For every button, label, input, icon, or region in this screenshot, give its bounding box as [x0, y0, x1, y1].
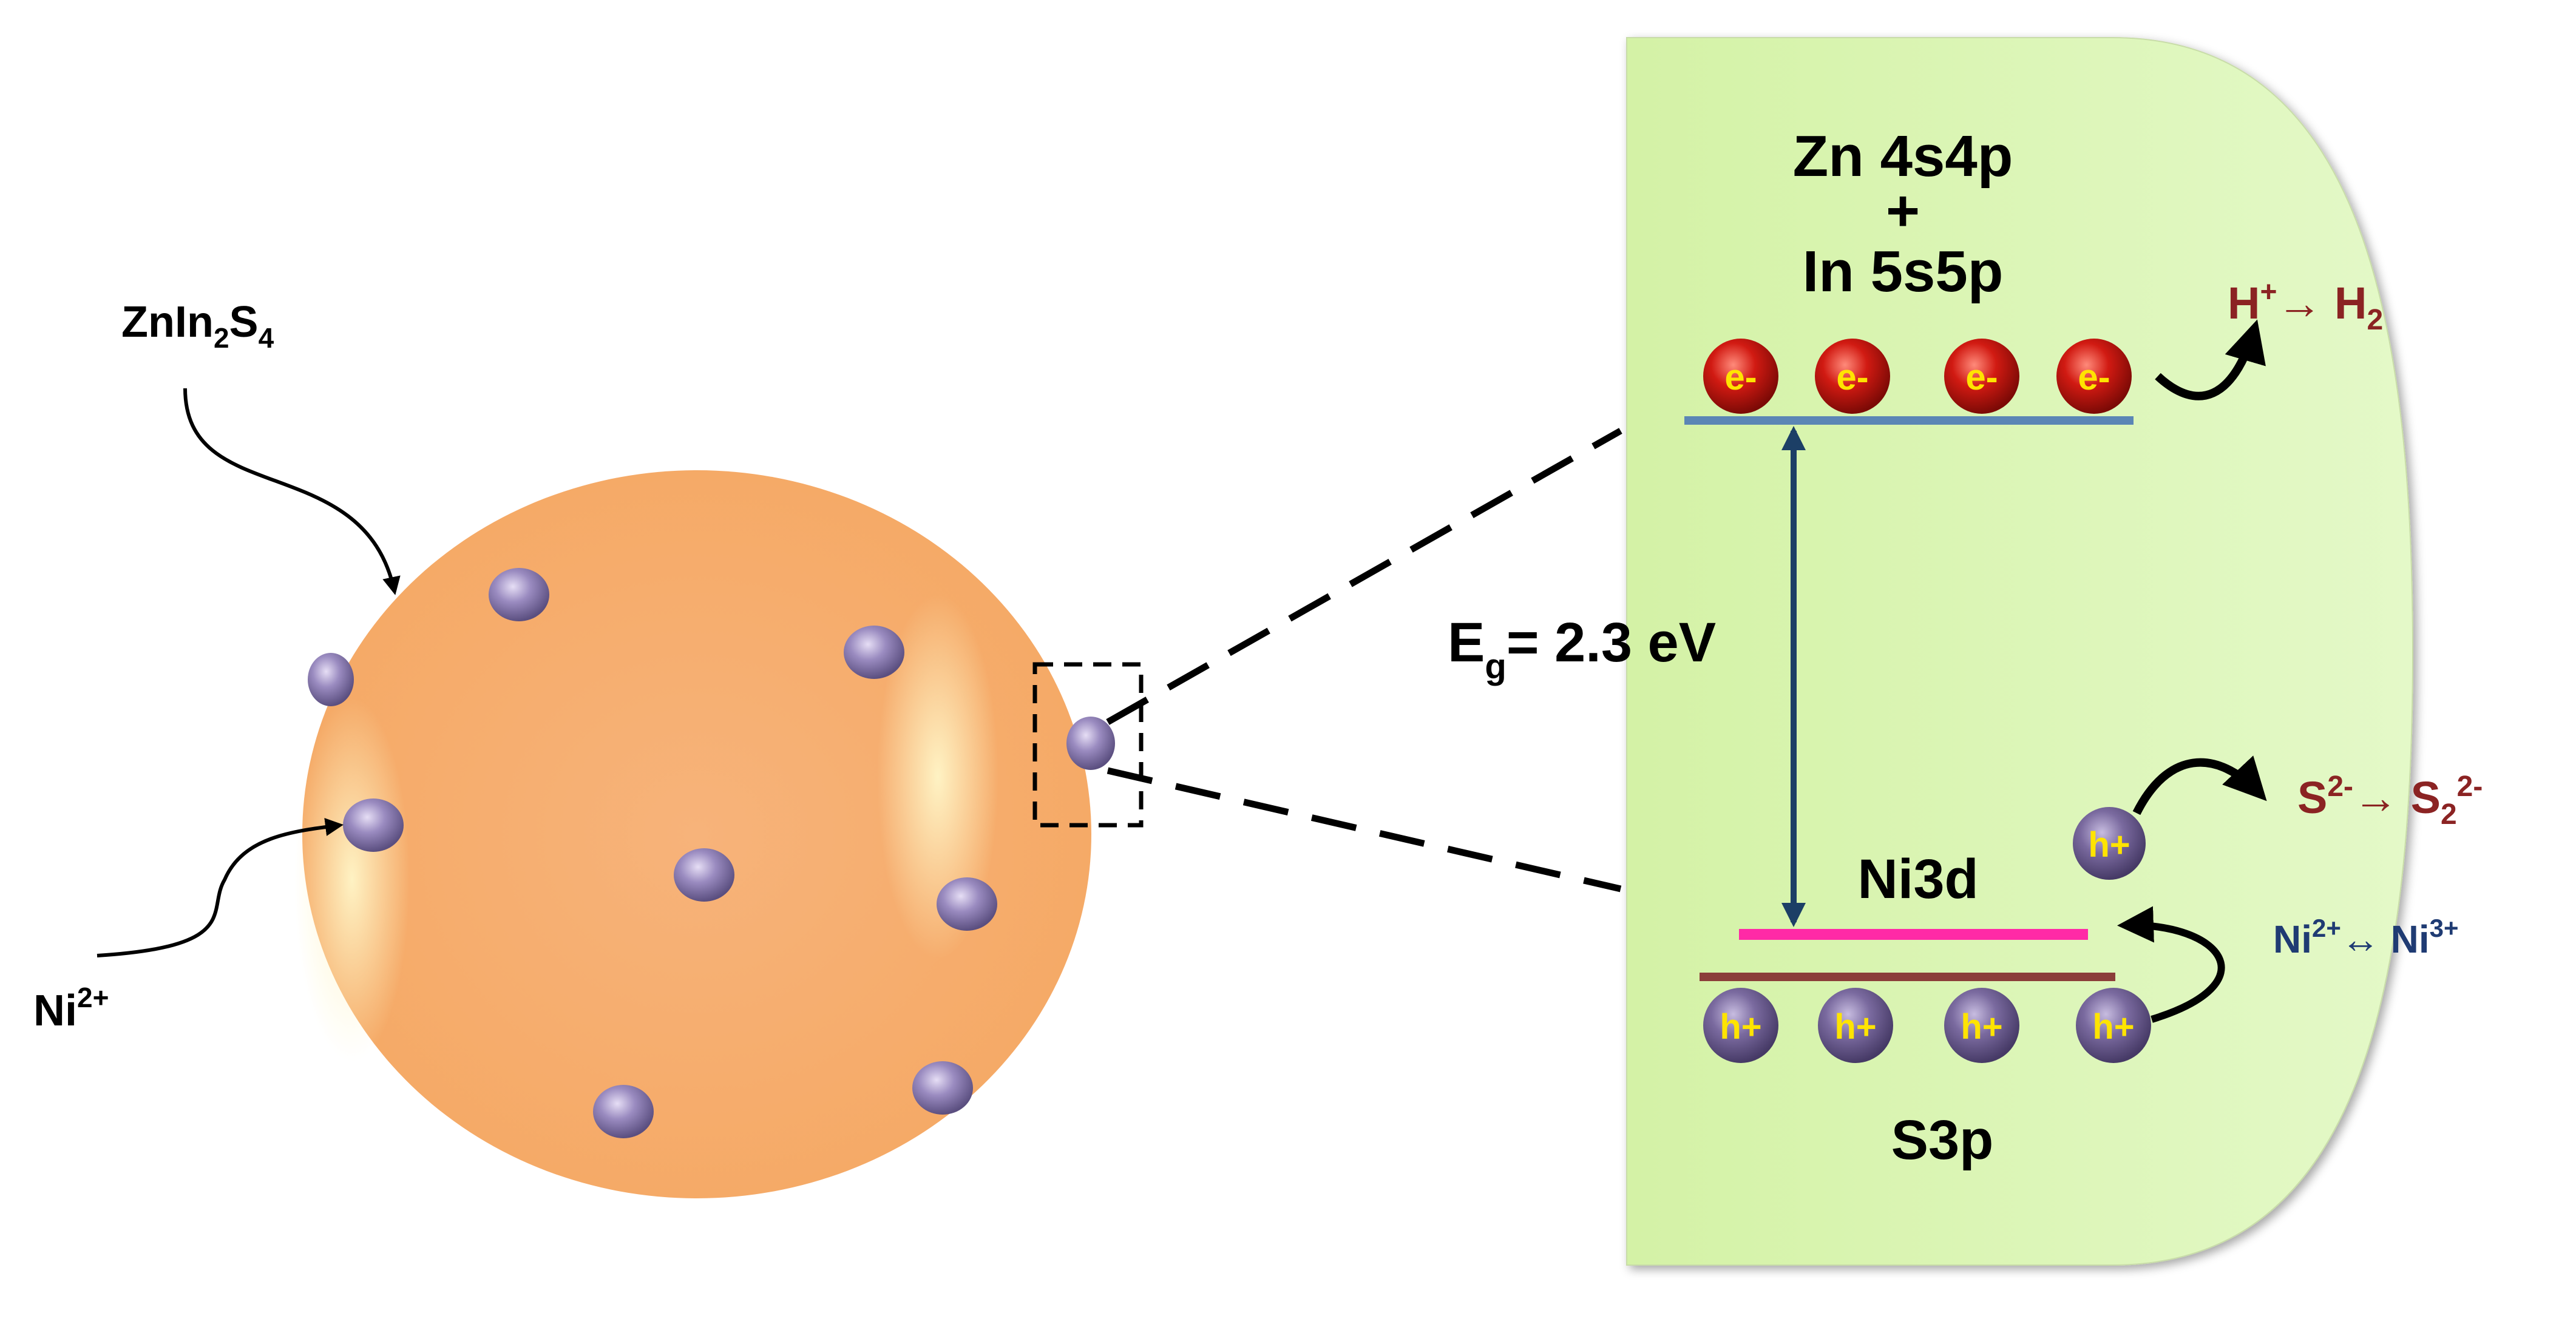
electron: e-: [1944, 339, 2019, 414]
host-label: ZnIn2S4: [121, 298, 274, 354]
svg-text:h+: h+: [2088, 825, 2130, 865]
electron: e-: [1815, 339, 1890, 414]
hole: h+: [2073, 807, 2146, 880]
svg-text:e-: e-: [1836, 357, 1868, 397]
host-pointer-arrow: [183, 388, 401, 595]
band-panel: Zn 4s4p + In 5s5p e- e- e- e- H+→ H2: [1448, 37, 2483, 1266]
left-labels: ZnIn2S4 Ni2+: [33, 298, 401, 1035]
ni-dopant-sphere: [489, 568, 549, 621]
ni-redox-label: Ni2+↔ Ni3+: [2273, 914, 2459, 961]
sphere-highlight-right: [877, 595, 998, 959]
ni-dopant-sphere: [674, 848, 734, 902]
dopant-label: Ni2+: [33, 982, 109, 1035]
ni-dopant-sphere: [593, 1085, 654, 1138]
svg-text:h+: h+: [1834, 1007, 1876, 1047]
oxidation-curved-arrow: [2132, 755, 2267, 815]
zoom-line-bottom: [1107, 767, 1622, 893]
svg-text:e-: e-: [2078, 357, 2110, 397]
ni-dopant-sphere: [844, 626, 904, 679]
hole: h+: [1703, 988, 1778, 1063]
band-gap-label: Eg= 2.3 eV: [1448, 612, 1716, 686]
s3p-label: S3p: [1891, 1109, 1994, 1171]
ni-redox-curved-arrow: [2117, 906, 2225, 1023]
electron: e-: [1703, 339, 1778, 414]
ni-dopant-sphere: [1066, 717, 1115, 770]
electron: e-: [2056, 339, 2132, 414]
ni-dopant-sphere: [912, 1061, 973, 1115]
ni3d-label: Ni3d: [1857, 848, 1978, 910]
oxidation-reaction-label: S2-→ S22-: [2297, 771, 2483, 831]
reduction-reaction-label: H+→ H2: [2228, 276, 2383, 336]
dopant-pointer-arrow: [97, 818, 344, 957]
hole: h+: [2076, 988, 2151, 1063]
ni-dopant-sphere: [308, 653, 354, 706]
ni-dopant-sphere: [343, 798, 404, 852]
zoom-box: [1032, 662, 1144, 828]
svg-text:e-: e-: [1965, 357, 1998, 397]
svg-text:h+: h+: [2092, 1007, 2134, 1047]
ni-dopant-sphere: [937, 877, 997, 931]
cb-label-plus: +: [1886, 178, 1920, 243]
cb-label-line2: In 5s5p: [1803, 239, 2004, 304]
hole: h+: [1944, 988, 2019, 1063]
hole: h+: [1818, 988, 1893, 1063]
band-panel-background: [1626, 37, 2414, 1266]
sphere-highlight-left: [294, 698, 410, 1062]
svg-text:e-: e-: [1724, 357, 1757, 397]
particle-group: [294, 470, 1144, 1198]
cb-label-line1: Zn 4s4p: [1793, 124, 2013, 189]
reduction-curved-arrow: [2155, 319, 2266, 400]
svg-text:h+: h+: [1720, 1007, 1761, 1047]
svg-text:h+: h+: [1961, 1007, 2002, 1047]
zoom-line-top: [1106, 428, 1622, 725]
